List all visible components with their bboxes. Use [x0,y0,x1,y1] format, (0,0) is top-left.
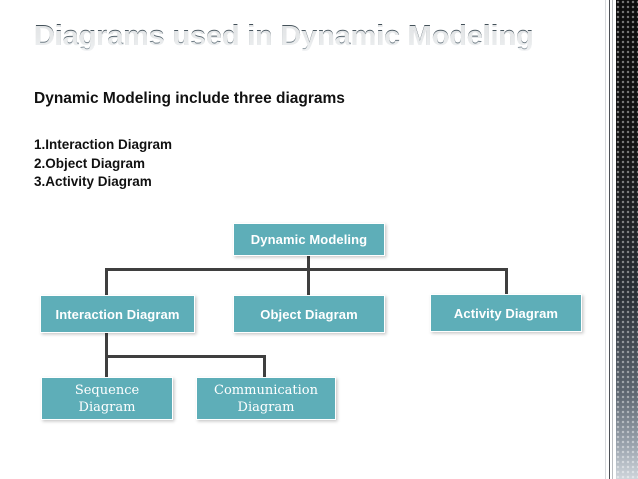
connector-horizontal-bus-level2 [105,268,508,271]
page-edge-rule-inner [612,0,613,479]
node-label: Activity Diagram [453,305,559,321]
page-edge-texture [616,0,638,479]
node-label: Object Diagram [260,306,358,322]
list-item: 2.Object Diagram [34,155,146,171]
page-title: Diagrams used in Dynamic Modeling [34,20,534,52]
intro-text: Dynamic Modeling include three diagrams [34,90,345,107]
page-edge-rule-outer [605,0,606,479]
node-label-multiline: Communication Diagram [214,382,318,416]
connector-drop-interaction [105,268,108,296]
list-item: 3.Activity Diagram [34,174,152,189]
connector-drop-communication [263,355,266,378]
node-label-line2: Diagram [237,399,295,415]
list-item: 1.Interaction Diagram [34,137,173,152]
node-label-line1: Sequence [74,382,140,398]
node-interaction-diagram[interactable]: Interaction Diagram [40,295,195,333]
node-label-line1: Communication [214,382,318,398]
node-label-multiline: Sequence Diagram [75,382,139,416]
connector-drop-activity [505,268,508,295]
node-activity-diagram[interactable]: Activity Diagram [430,294,582,332]
node-label-line2: Diagram [78,399,136,415]
node-communication-diagram[interactable]: Communication Diagram [196,377,336,420]
node-label: Interaction Diagram [55,306,180,322]
node-object-diagram[interactable]: Object Diagram [233,295,385,333]
page-edge-rule-middle [609,0,610,479]
connector-horizontal-bus-level3 [105,355,266,358]
node-dynamic-modeling[interactable]: Dynamic Modeling [233,223,385,256]
connector-root-stem [307,255,310,296]
numbered-list: 1.Interaction Diagram 2.Object Diagram 3… [34,136,172,192]
node-sequence-diagram[interactable]: Sequence Diagram [41,377,173,420]
node-label: Dynamic Modeling [250,232,368,247]
